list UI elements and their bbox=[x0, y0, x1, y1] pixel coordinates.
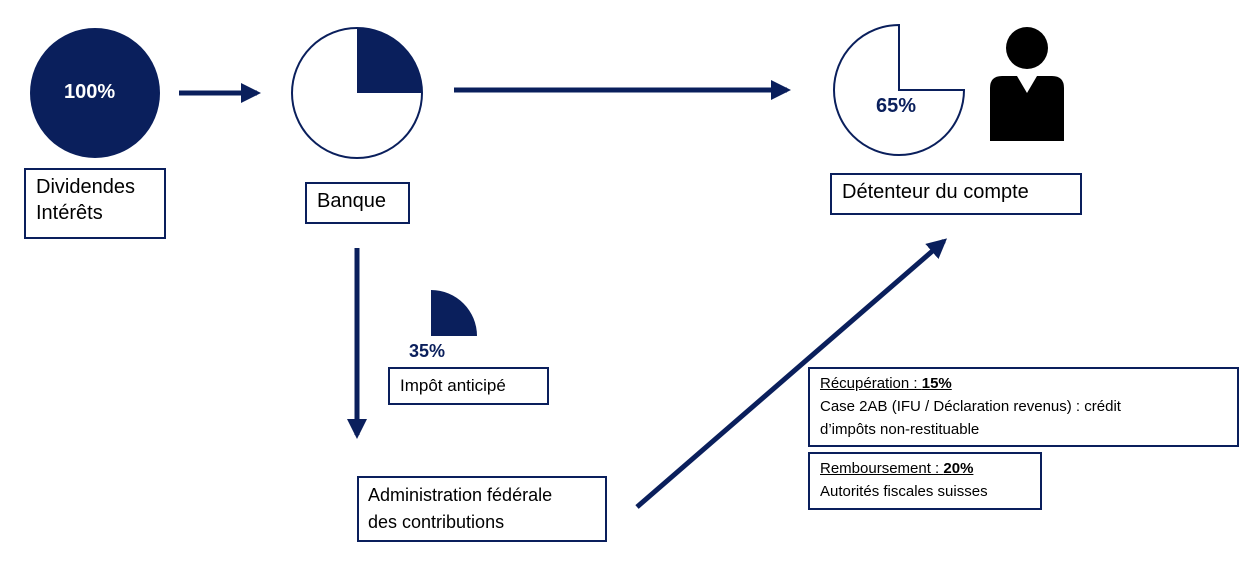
recovery-info-box: Récupération : 15% Case 2AB (IFU / Décla… bbox=[808, 367, 1239, 447]
federal-admin-label-line-1: Administration fédérale bbox=[368, 485, 553, 505]
recovery-title: Récupération : bbox=[820, 375, 922, 392]
source-label-line-1: Dividendes bbox=[36, 176, 135, 198]
person-icon bbox=[990, 27, 1064, 141]
bank-label-box: Banque bbox=[305, 182, 410, 224]
bank-label: Banque bbox=[317, 190, 386, 212]
arrow-admin-to-holder bbox=[635, 238, 948, 509]
full-pie bbox=[30, 28, 160, 158]
refund-body-line-1: Autorités fiscales suisses bbox=[820, 483, 988, 500]
recovery-heading: Récupération : 15% bbox=[820, 372, 1227, 395]
holder-label: Détenteur du compte bbox=[842, 181, 1029, 203]
refund-title: Remboursement : bbox=[820, 460, 944, 477]
withholding-label: Impôt anticipé bbox=[400, 376, 506, 395]
refund-heading: Remboursement : 20% bbox=[820, 457, 1030, 480]
federal-admin-label-line-2: des contributions bbox=[368, 512, 505, 532]
holder-pie bbox=[833, 23, 966, 156]
source-label-box: Dividendes Intérêts bbox=[24, 168, 166, 239]
source-percent: 100% bbox=[64, 81, 116, 103]
refund-rate: 20% bbox=[943, 460, 974, 477]
bank-pie-withheld-slice bbox=[357, 28, 422, 93]
federal-admin-label-box: Administration fédérale des contribution… bbox=[357, 476, 607, 542]
refund-info-box: Remboursement : 20% Autorités fiscales s… bbox=[808, 452, 1042, 510]
withholding-label-box: Impôt anticipé bbox=[388, 367, 549, 405]
withholding-percent: 35% bbox=[409, 341, 446, 361]
recovery-body-line-1: Case 2AB (IFU / Déclaration revenus) : c… bbox=[820, 398, 1121, 415]
recovery-rate: 15% bbox=[921, 375, 952, 392]
withholding-slice bbox=[431, 290, 477, 336]
holder-label-box: Détenteur du compte bbox=[830, 173, 1082, 215]
holder-percent: 65% bbox=[876, 95, 917, 117]
recovery-body-line-2: d’impôts non-restituable bbox=[820, 421, 980, 438]
source-label-line-2: Intérêts bbox=[36, 202, 103, 224]
